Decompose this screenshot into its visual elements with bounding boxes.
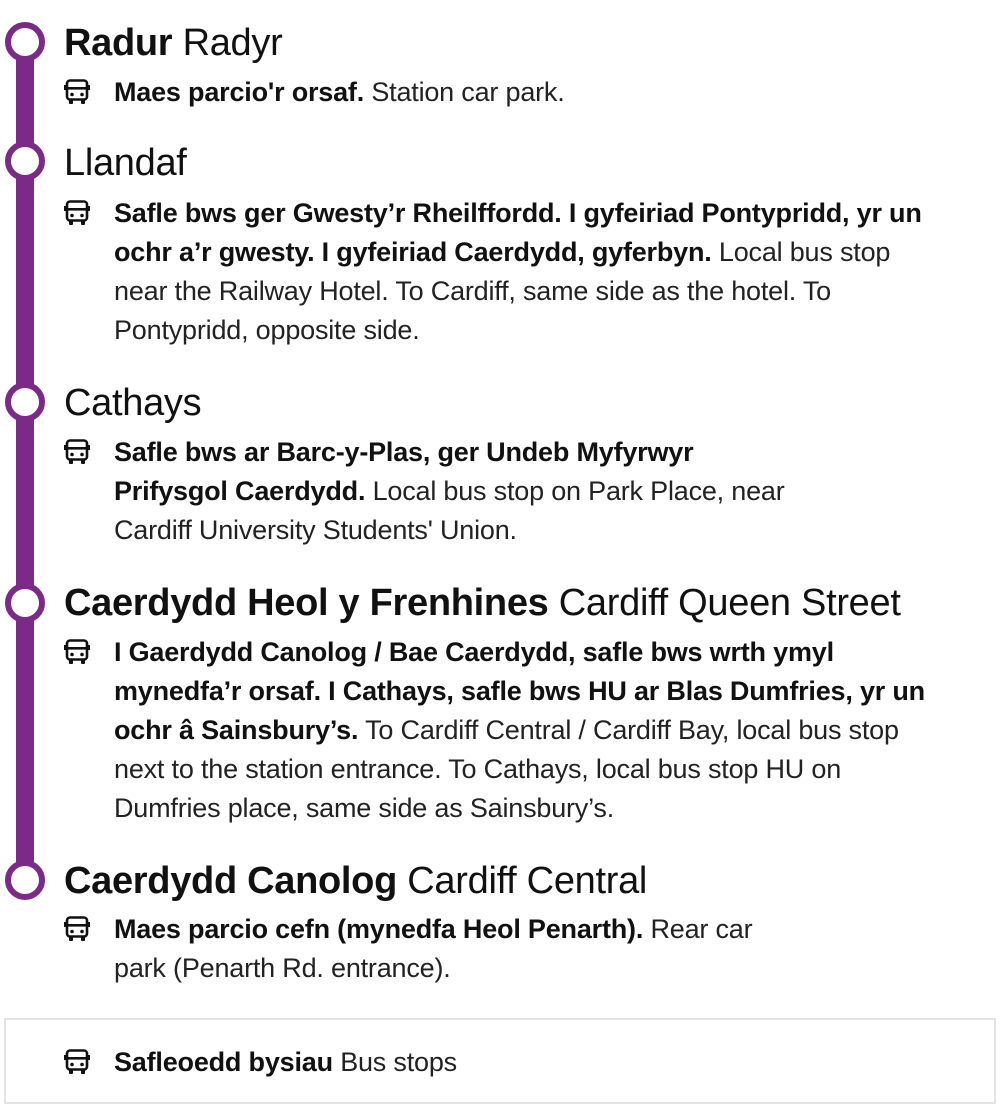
bus-info-text: I Gaerdydd Canolog / Bae Caerdydd, safle… [114,633,926,828]
legend-label: Safleoedd bysiau Bus stops [114,1045,457,1079]
bus-icon [64,439,90,465]
bus-info-welsh: Safle bws ger Gwesty’r Rheilffordd. I gy… [114,198,922,267]
bus-info-text: Safle bws ger Gwesty’r Rheilffordd. I gy… [114,194,934,350]
bus-icon [64,916,90,942]
route-line [16,42,34,880]
bus-icon [64,639,90,665]
bus-info-central: Maes parcio cefn (mynedfa Heol Penarth).… [64,910,976,988]
station-node-cathays [5,382,45,422]
bus-icon [64,79,90,105]
station-node-radur [5,22,45,62]
bus-info-welsh: I Gaerdydd Canolog / Bae Caerdydd, safle… [114,637,925,745]
legend-item-bus-stops: Safleoedd bysiau Bus stops [64,1045,457,1079]
bus-info-cathays: Safle bws ar Barc-y-Plas, ger Undeb Myfy… [64,433,976,550]
station-node-llandaf [5,141,45,181]
station-node-queen-street [5,583,45,623]
station-name-queen-street: Caerdydd Heol y Frenhines Cardiff Queen … [64,581,901,625]
legend-label-english: Bus stops [340,1047,457,1077]
bus-info-queen-street: I Gaerdydd Canolog / Bae Caerdydd, safle… [64,633,976,828]
bus-info-welsh: Maes parcio'r orsaf. [114,77,365,107]
station-name-llandaf: Llandaf [64,141,187,185]
bus-info-text: Maes parcio'r orsaf. Station car park. [114,73,674,112]
station-node-central [5,860,45,900]
legend: Safleoedd bysiau Bus stops [4,1018,996,1104]
bus-info-english: Local bus stop near the Railway Hotel. T… [114,237,891,345]
bus-info-text: Safle bws ar Barc-y-Plas, ger Undeb Myfy… [114,433,814,550]
bus-icon [64,1049,90,1075]
bus-info-english: Station car park. [371,77,565,107]
station-name-cathays: Cathays [64,381,202,425]
station-name-english: Cardiff Central [407,860,648,902]
station-name-english: Radyr [182,22,283,64]
bus-info-text: Maes parcio cefn (mynedfa Heol Penarth).… [114,910,754,988]
station-name-english: Cathays [64,382,202,424]
bus-info-radur: Maes parcio'r orsaf. Station car park. [64,73,976,112]
station-name-welsh: Caerdydd Canolog [64,860,398,902]
bus-info-llandaf: Safle bws ger Gwesty’r Rheilffordd. I gy… [64,194,976,350]
station-name-welsh: Caerdydd Heol y Frenhines [64,582,549,624]
bus-icon [64,200,90,226]
bus-info-welsh: Safle bws ar Barc-y-Plas, ger Undeb Myfy… [114,437,694,506]
station-name-english: Cardiff Queen Street [558,582,901,624]
legend-label-welsh: Safleoedd bysiau [114,1047,333,1077]
bus-info-english: To Cardiff Central / Cardiff Bay, local … [114,715,899,823]
bus-info-english: Local bus stop on Park Place, near Cardi… [114,476,785,545]
station-name-radur: Radur Radyr [64,21,283,65]
station-name-welsh: Radur [64,22,173,64]
station-name-english: Llandaf [64,142,187,184]
bus-info-english: Rear car park (Penarth Rd. entrance). [114,914,753,983]
station-name-central: Caerdydd Canolog Cardiff Central [64,859,647,903]
bus-info-welsh: Maes parcio cefn (mynedfa Heol Penarth). [114,914,644,944]
